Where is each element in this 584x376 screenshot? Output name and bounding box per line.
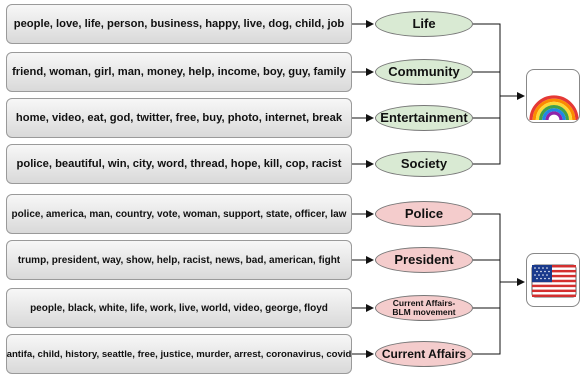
topic-life: Life (375, 11, 473, 37)
keyword-box-community: friend, woman, girl, man, money, help, i… (6, 52, 352, 92)
topic-society: Society (375, 151, 473, 177)
keyword-box-entertainment: home, video, eat, god, twitter, free, bu… (6, 98, 352, 138)
keyword-box-blm: people, black, white, life, work, live, … (6, 288, 352, 328)
keyword-box-life: people, love, life, person, business, ha… (6, 4, 352, 44)
keyword-box-president: trump, president, way, show, help, racis… (6, 240, 352, 280)
topic-current-affairs: Current Affairs (375, 341, 473, 367)
topic-community: Community (375, 59, 473, 85)
topic-president: President (375, 247, 473, 273)
us-flag-icon (526, 253, 580, 307)
topic-entertainment: Entertainment (375, 105, 473, 131)
topic-police: Police (375, 201, 473, 227)
topic-current-affairs-blm: Current Affairs-BLM movement (375, 295, 473, 321)
keyword-box-society: police, beautiful, win, city, word, thre… (6, 144, 352, 184)
rainbow-icon (526, 69, 580, 123)
keyword-box-current-affairs: antifa, child, history, seattle, free, j… (6, 334, 352, 374)
keyword-box-police: police, america, man, country, vote, wom… (6, 194, 352, 234)
